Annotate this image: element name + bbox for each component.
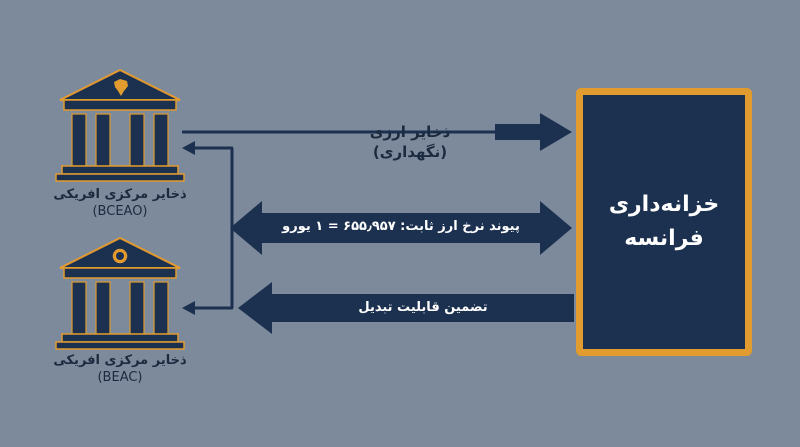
treasury-box: خزانه‌داری فرانسه <box>576 88 752 356</box>
bank-label-bceao: ذخایر مرکزی ا‌فریکی (BCEAO) <box>40 186 200 220</box>
arrow-reserves <box>182 113 572 151</box>
connector-branches <box>182 141 234 315</box>
bank-code-beac: (BEAC) <box>97 370 143 385</box>
peg-label: پیوند نرخ ارز ثابت: ۶۵۵٫۹۵۷ = ۱ یورو <box>282 219 520 234</box>
treasury-title-line1: خزانه‌داری <box>608 192 720 217</box>
bank-name-bceao: ذخایر مرکزی ا‌فریکی <box>53 187 187 202</box>
arrow-convertibility <box>238 282 574 334</box>
convertibility-label: تضمین قابلیت تبدیل <box>358 300 488 315</box>
africa-map-icon <box>114 79 128 96</box>
arrow-peg <box>230 201 572 255</box>
bank-code-bceao: (BCEAO) <box>92 204 148 219</box>
bank-name-beac: ذخایر مرکزی افریکی <box>53 353 187 368</box>
bank-building-bceao <box>55 68 185 182</box>
bank-building-beac <box>55 236 185 350</box>
bank-label-beac: ذخایر مرکزی افریکی (BEAC) <box>40 352 200 386</box>
reserves-label-line1: ذخایر ارزی <box>369 123 451 141</box>
reserves-label-line2: (نگهداری) <box>372 143 448 161</box>
treasury-title-line2: فرانسه <box>624 226 704 251</box>
reserves-label: ذخایر ارزی (نگهداری) <box>330 122 490 162</box>
